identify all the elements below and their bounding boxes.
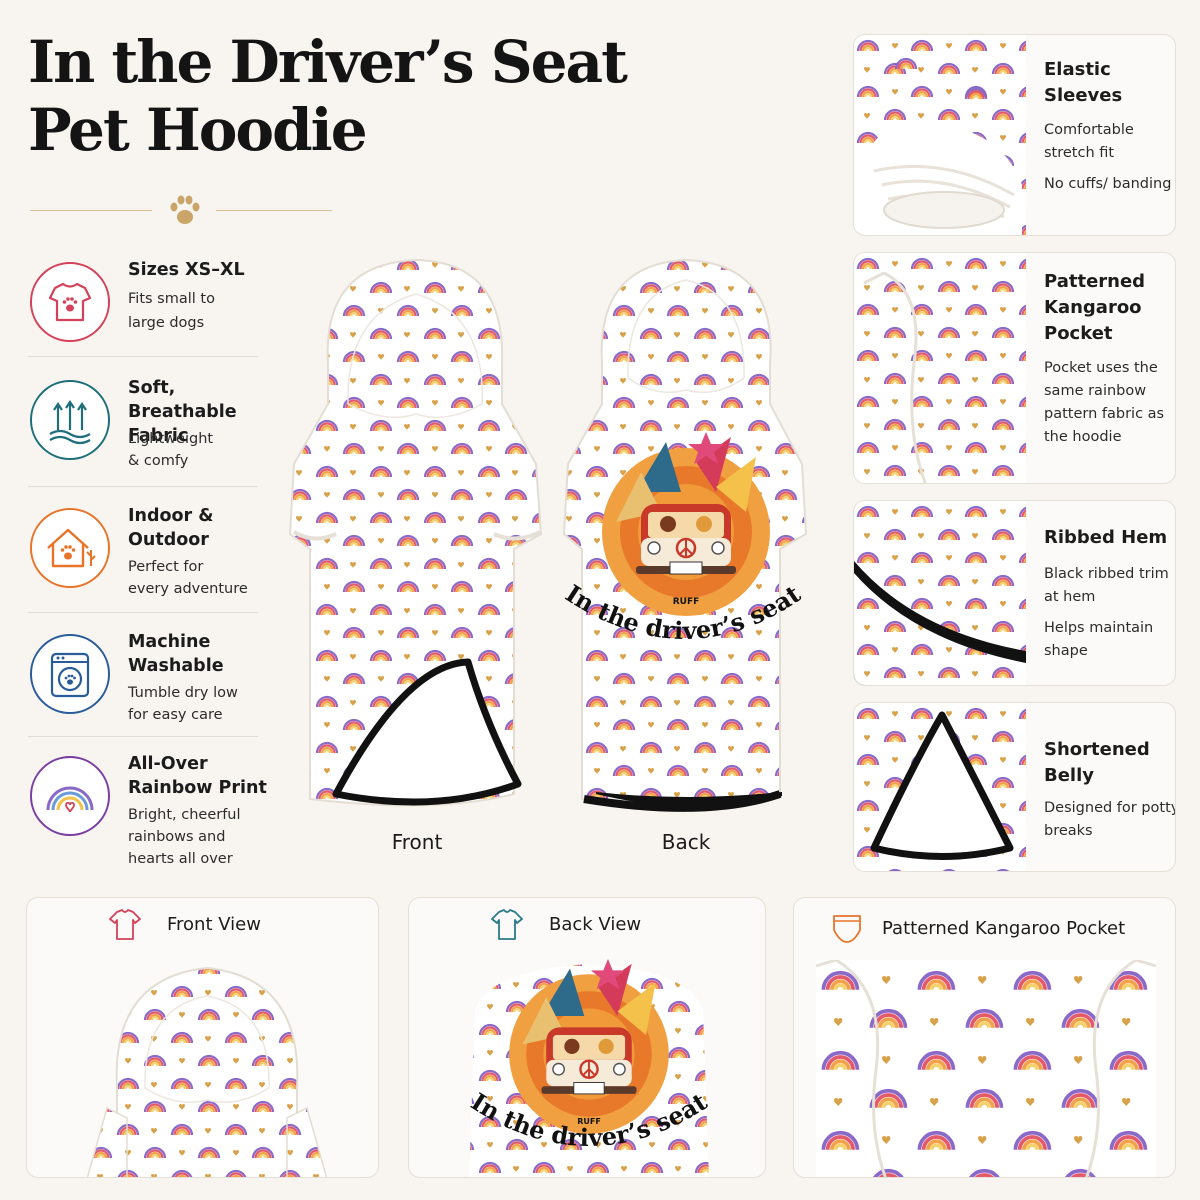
hoodie-back-image: In the driver’s seat RUFF bbox=[556, 254, 818, 824]
feature-divider bbox=[28, 612, 258, 613]
detail-title: Patterned Kangaroo Pocket bbox=[1044, 271, 1146, 344]
back-view-image: In the driver’s seat RUFF bbox=[449, 950, 729, 1177]
front-view-image bbox=[87, 958, 327, 1177]
tshirt-outline-icon bbox=[489, 908, 525, 942]
plate-text: RUFF bbox=[577, 1117, 601, 1126]
feature-desc: large dogs bbox=[128, 315, 205, 331]
rainbow-heart-icon bbox=[28, 754, 112, 838]
feature-desc: for easy care bbox=[128, 707, 223, 723]
breathable-arrows-icon bbox=[28, 378, 112, 462]
feature-desc: Lightweight bbox=[128, 431, 214, 447]
feature-title: Sizes XS–XL bbox=[128, 260, 245, 280]
hoodie-back-label: Back bbox=[661, 830, 711, 854]
page-title: In the Driver’s Seat Pet Hoodie bbox=[28, 28, 628, 164]
page-title-line1: In the Driver’s Seat bbox=[28, 28, 628, 96]
feature-title: Soft, Breathable Fabric bbox=[128, 378, 237, 446]
feature-desc: every adventure bbox=[128, 581, 248, 597]
bottom-card-front-view: Front View bbox=[26, 897, 379, 1178]
detail-desc: Helps maintain shape bbox=[1044, 620, 1154, 659]
tshirt-paw-icon bbox=[28, 260, 112, 344]
feature-desc: Fits small to bbox=[128, 291, 215, 307]
tshirt-outline-icon bbox=[107, 908, 143, 942]
detail-card-shortened-belly: Shortened Belly Designed for potty break… bbox=[853, 702, 1176, 872]
detail-title: Elastic Sleeves bbox=[1044, 59, 1123, 106]
feature-rainbow-print: All-Over Rainbow Print Bright, cheerful … bbox=[28, 752, 267, 876]
detail-desc: Pocket uses the same rainbow pattern fab… bbox=[1044, 360, 1165, 445]
feature-title: Indoor & Outdoor bbox=[128, 506, 214, 550]
feature-desc: & comfy bbox=[128, 453, 189, 469]
paw-icon bbox=[166, 193, 204, 227]
page-title-line2: Pet Hoodie bbox=[28, 96, 368, 164]
pocket-outline-icon bbox=[830, 912, 864, 944]
feature-indoor-outdoor: Indoor & Outdoor Perfect for every adven… bbox=[28, 504, 260, 628]
feature-fabric: Soft, Breathable Fabric Lightweight & co… bbox=[28, 376, 260, 500]
bottom-card-title: Front View bbox=[167, 914, 261, 935]
title-divider-left bbox=[30, 210, 152, 211]
detail-title: Shortened Belly bbox=[1044, 739, 1150, 786]
detail-image bbox=[854, 501, 1026, 685]
hoodie-front-label: Front bbox=[391, 830, 443, 854]
detail-card-kangaroo-pocket: Patterned Kangaroo Pocket Pocket uses th… bbox=[853, 252, 1176, 484]
feature-divider bbox=[28, 486, 258, 487]
bottom-card-kangaroo-pocket: Patterned Kangaroo Pocket bbox=[793, 897, 1176, 1178]
pocket-view-image bbox=[816, 960, 1156, 1177]
detail-desc: Comfortable stretch fit bbox=[1044, 122, 1134, 161]
bottom-card-title: Patterned Kangaroo Pocket bbox=[882, 918, 1126, 939]
feature-divider bbox=[28, 736, 258, 737]
detail-image bbox=[854, 703, 1026, 871]
feature-desc: Bright, cheerful bbox=[128, 807, 241, 823]
bottom-card-back-view: Back View In the driver’s seat RUFF bbox=[408, 897, 766, 1178]
feature-sizes: Sizes XS–XL Fits small to large dogs bbox=[28, 258, 260, 382]
title-divider-right bbox=[216, 210, 332, 211]
detail-card-elastic-sleeves: Elastic Sleeves Comfortable stretch fit … bbox=[853, 34, 1176, 236]
feature-desc: Tumble dry low bbox=[128, 685, 238, 701]
detail-title: Ribbed Hem bbox=[1044, 527, 1168, 548]
detail-desc: Designed for potty breaks bbox=[1044, 800, 1176, 839]
hoodie-front-image bbox=[286, 254, 548, 824]
feature-desc: rainbows and bbox=[128, 829, 226, 845]
feature-washable: Machine Washable Tumble dry low for easy… bbox=[28, 630, 260, 754]
feature-desc: hearts all over bbox=[128, 851, 233, 867]
feature-title: All-Over Rainbow Print bbox=[128, 754, 267, 798]
detail-card-ribbed-hem: Ribbed Hem Black ribbed trim at hem Help… bbox=[853, 500, 1176, 686]
detail-image bbox=[854, 253, 1026, 483]
detail-image bbox=[854, 35, 1026, 235]
detail-desc: No cuffs/ banding bbox=[1044, 176, 1172, 192]
plate-text: RUFF bbox=[673, 597, 700, 607]
feature-desc: Perfect for bbox=[128, 559, 204, 575]
house-paw-icon bbox=[28, 506, 112, 590]
detail-desc: Black ribbed trim at hem bbox=[1044, 566, 1169, 605]
feature-divider bbox=[28, 356, 258, 357]
washing-machine-icon bbox=[28, 632, 112, 716]
bottom-card-title: Back View bbox=[549, 914, 642, 935]
feature-title: Machine Washable bbox=[128, 632, 224, 676]
